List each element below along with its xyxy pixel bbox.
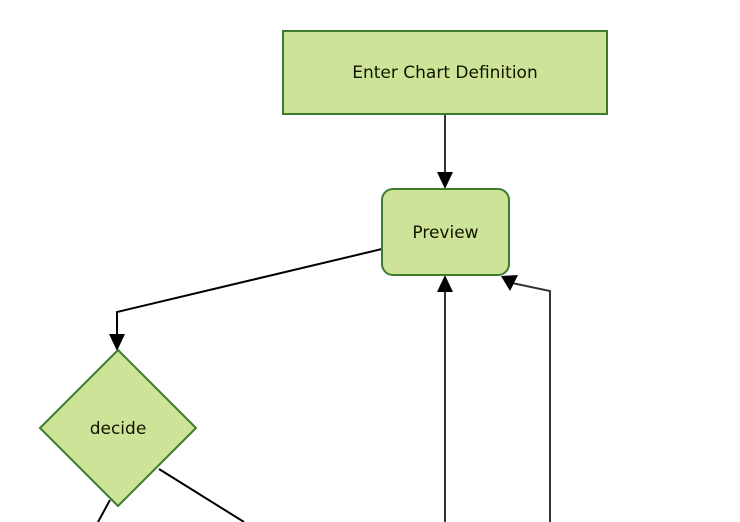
edge-decide-bottom-right bbox=[158, 468, 245, 522]
arrowhead-icon bbox=[437, 275, 453, 292]
edge-decide-bottom-right-line bbox=[158, 468, 245, 522]
node-enter-chart-definition[interactable]: Enter Chart Definition bbox=[282, 30, 608, 115]
node-enter-chart-definition-shape[interactable] bbox=[282, 30, 608, 115]
arrowhead-icon bbox=[109, 334, 125, 351]
node-decide-label: decide bbox=[90, 419, 147, 439]
edge-into-preview-right bbox=[501, 275, 551, 522]
edge-preview-to-decide bbox=[109, 248, 383, 351]
node-preview[interactable]: Preview bbox=[381, 188, 510, 276]
arrowhead-icon bbox=[437, 172, 453, 189]
edge-preview-to-decide-line bbox=[116, 248, 383, 343]
node-decide[interactable]: decide bbox=[38, 348, 198, 508]
node-decide-shape[interactable] bbox=[38, 348, 198, 508]
edge-layer bbox=[97, 114, 551, 522]
node-layer: Enter Chart Definition Preview decide bbox=[38, 30, 608, 508]
edge-decide-bottom-left-line bbox=[97, 499, 111, 522]
node-preview-shape[interactable] bbox=[381, 188, 510, 276]
edge-decide-bottom-left bbox=[97, 499, 111, 522]
edge-into-preview-right-line bbox=[511, 282, 551, 522]
edge-enter-to-preview bbox=[437, 114, 453, 189]
node-preview-label: Preview bbox=[412, 223, 478, 243]
edge-into-preview-center bbox=[437, 275, 453, 522]
node-enter-chart-definition-label: Enter Chart Definition bbox=[352, 63, 537, 83]
arrowhead-icon bbox=[501, 275, 518, 291]
